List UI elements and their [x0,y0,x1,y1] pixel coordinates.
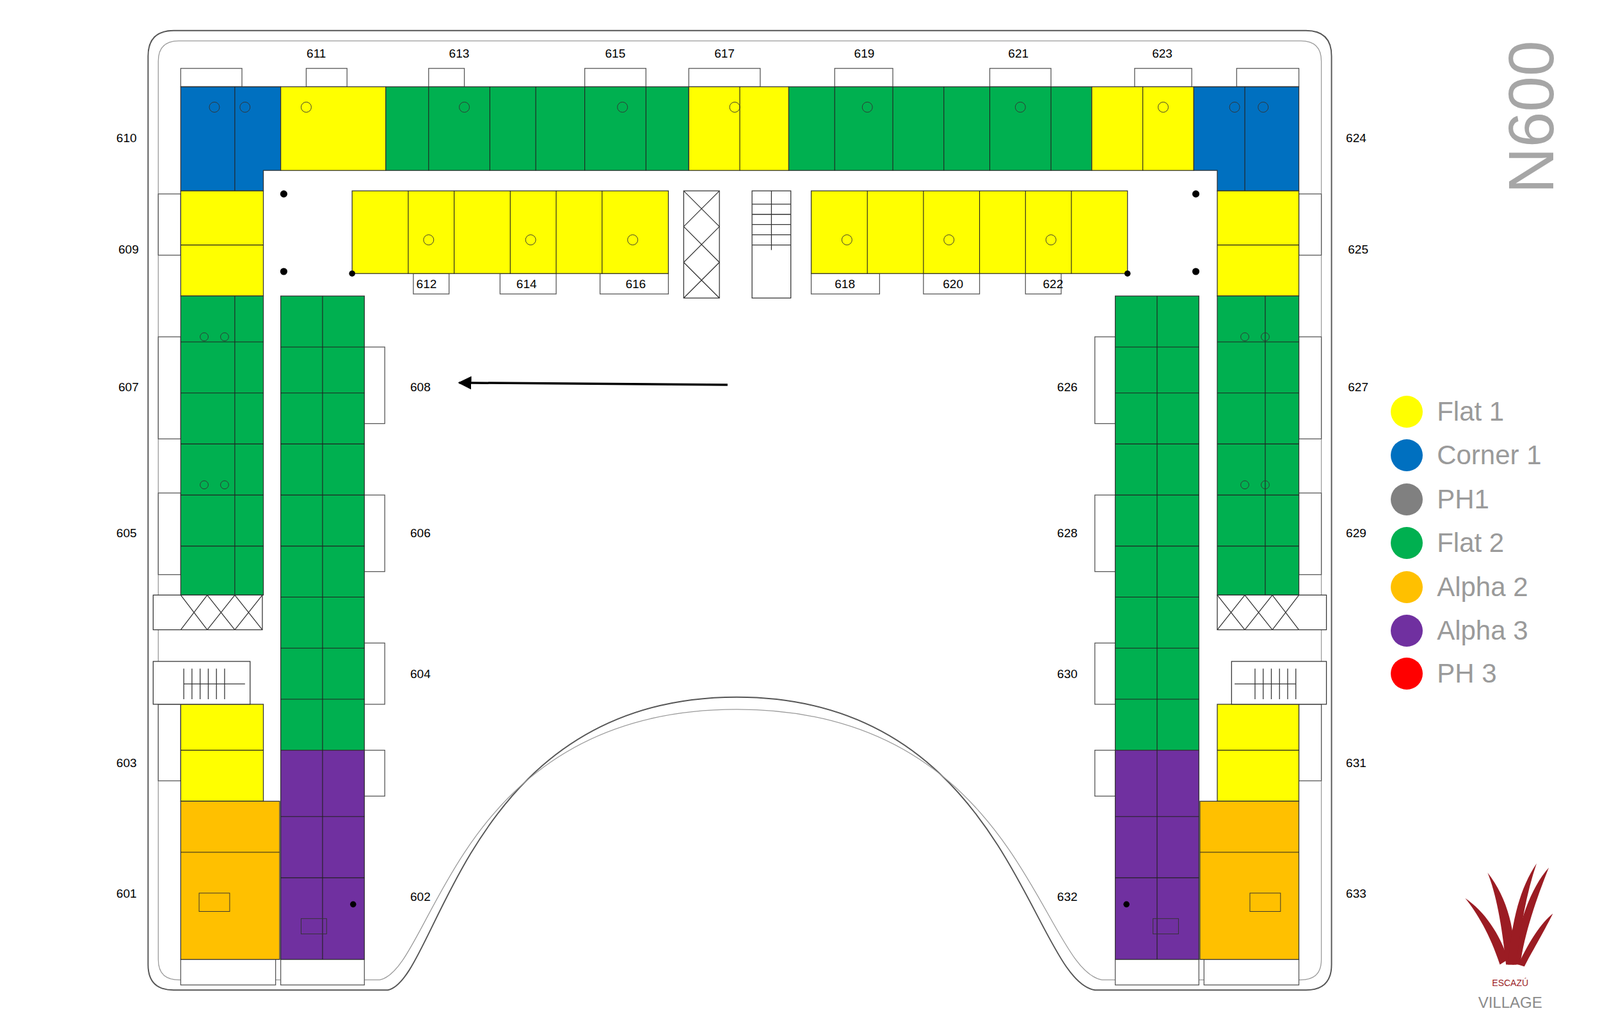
unit-number: 606 [410,526,431,539]
unit-number: 631 [1345,756,1367,769]
balconies [158,68,1321,985]
site-outline-inner [158,40,1321,980]
unit-number: 608 [410,380,431,393]
unit-number: 624 [1345,131,1367,144]
unit-number: 603 [116,756,137,769]
legend-entry: Alpha 2 [1390,570,1528,603]
unit-number: 622 [1043,277,1064,290]
unit-number: 601 [116,887,137,900]
unit-number: 605 [116,526,137,539]
legend-entry: Flat 1 [1390,395,1504,428]
unit-number: 621 [1008,46,1029,59]
unit-number: 623 [1152,46,1173,59]
unit-number: 618 [834,277,856,290]
legend-swatch [1390,395,1423,428]
building-title: N600 [1498,40,1563,194]
unit-number: 612 [416,277,438,290]
unit-number: 607 [118,380,139,393]
legend-entry: PH 3 [1390,657,1497,690]
unit-number: 628 [1057,526,1078,539]
unit-walls [180,86,1299,959]
legend-text: Alpha 3 [1436,616,1528,644]
unit-number: 615 [605,46,626,59]
legend-swatch [1390,439,1423,472]
legend-text: Corner 1 [1436,441,1542,469]
legend-swatch [1390,483,1423,516]
columns [280,190,1200,907]
unit-number: 610 [116,131,137,144]
logo-text: ESCAZÚ [1491,977,1529,987]
unit-number: 626 [1057,380,1078,393]
unit-number: 632 [1057,889,1078,902]
logo-grass [1464,863,1553,967]
unit-number: 604 [410,667,431,680]
legend-text: PH 3 [1436,659,1497,687]
legend-swatch [1390,526,1423,559]
unit-blocks [180,86,1299,959]
legend-text: PH1 [1436,485,1490,513]
legend-entry: Flat 2 [1390,526,1504,559]
logo-text: VILLAGE [1478,994,1543,1010]
legend-entry: Corner 1 [1390,439,1542,472]
unit-number: 627 [1347,380,1369,393]
unit-number: 633 [1345,887,1367,900]
unit-number: 617 [714,46,735,59]
pointer-arrow [459,382,728,385]
legend-swatch [1390,570,1423,603]
unit-number: 609 [118,243,139,256]
unit-number: 613 [449,46,470,59]
cores [152,190,1327,704]
unit-number: 616 [625,277,646,290]
unit-number: 620 [942,277,964,290]
unit-number: 602 [410,889,431,902]
legend-swatch [1390,614,1423,647]
furniture [199,101,1281,934]
unit-number: 619 [854,46,875,59]
legend-text: Flat 1 [1436,398,1504,425]
legend-entry: PH1 [1390,483,1490,516]
legend-text: Alpha 2 [1436,573,1528,601]
legend-text: Flat 2 [1436,529,1504,557]
unit-number: 630 [1057,667,1078,680]
site-outline [147,30,1332,990]
unit-number: 611 [306,46,326,59]
unit-number: 625 [1347,243,1369,256]
unit-number: 629 [1345,526,1367,539]
unit-number: 614 [516,277,537,290]
legend-entry: Alpha 3 [1390,614,1528,647]
legend-swatch [1390,657,1423,690]
